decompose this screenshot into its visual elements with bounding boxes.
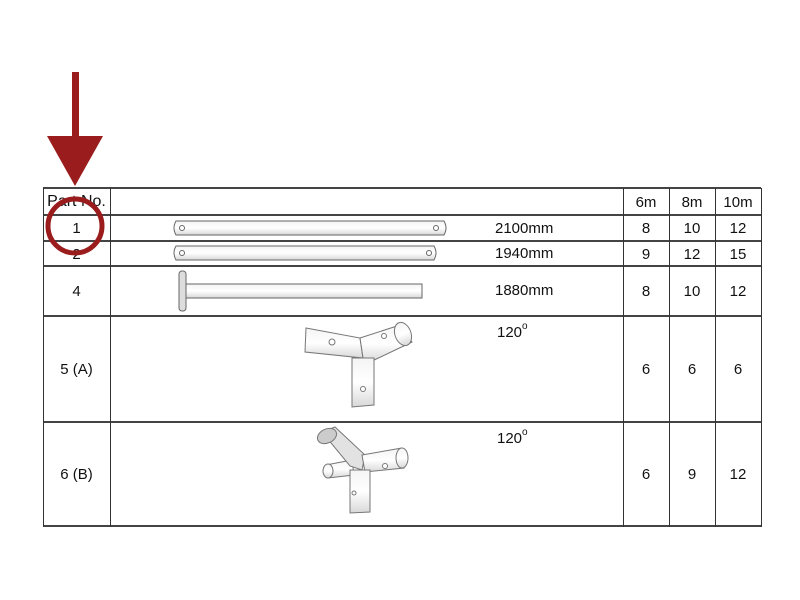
- col-divider: [761, 188, 762, 527]
- row-divider: [43, 421, 761, 423]
- qty-8m: 10: [683, 220, 701, 237]
- row-divider: [43, 214, 761, 216]
- four-way-connector-icon: [316, 426, 409, 514]
- qty-10m: 6: [733, 361, 743, 378]
- highlight-circle-icon: [45, 196, 105, 256]
- qty-8m: 10: [683, 283, 701, 300]
- header-10m: 10m: [723, 193, 753, 211]
- part-number: 5 (A): [60, 361, 93, 378]
- pole-tube-icon: [173, 220, 447, 236]
- qty-6m: 6: [641, 466, 651, 483]
- qty-10m: 12: [729, 220, 747, 237]
- part-spec: 2100mm: [495, 220, 554, 237]
- col-divider: [43, 188, 44, 527]
- row-divider: [43, 240, 761, 242]
- qty-6m: 8: [641, 220, 651, 237]
- qty-10m: 15: [729, 245, 747, 263]
- qty-8m: 6: [687, 361, 697, 378]
- header-8m: 8m: [681, 193, 703, 211]
- row-divider: [43, 265, 761, 267]
- stake-tube-icon: [178, 270, 423, 312]
- qty-6m: 9: [641, 245, 651, 263]
- angle-value: 120: [497, 324, 523, 341]
- part-spec: 120o: [497, 427, 528, 447]
- degree-mark: o: [522, 427, 528, 438]
- part-number: 1: [72, 220, 81, 237]
- col-divider: [623, 188, 624, 527]
- part-spec: 120o: [497, 321, 528, 341]
- angle-value: 120: [497, 430, 523, 447]
- col-divider: [715, 188, 716, 527]
- arrow-down-icon: [47, 72, 103, 186]
- qty-8m: 12: [683, 245, 701, 263]
- qty-8m: 9: [687, 466, 697, 483]
- degree-mark: o: [522, 321, 528, 332]
- header-6m: 6m: [635, 193, 657, 211]
- part-number: 4: [72, 283, 81, 300]
- row-divider: [43, 525, 761, 527]
- qty-10m: 12: [729, 466, 747, 483]
- part-number: 6 (B): [60, 466, 93, 483]
- qty-6m: 8: [641, 283, 651, 300]
- qty-6m: 6: [641, 361, 651, 378]
- part-spec: 1940mm: [495, 245, 554, 262]
- part-spec: 1880mm: [495, 282, 554, 299]
- row-divider: [43, 187, 761, 189]
- three-way-connector-icon: [304, 321, 413, 408]
- qty-10m: 12: [729, 283, 747, 300]
- row-divider: [43, 315, 761, 317]
- pole-tube-icon: [173, 245, 437, 261]
- col-divider: [669, 188, 670, 527]
- col-divider: [110, 188, 111, 527]
